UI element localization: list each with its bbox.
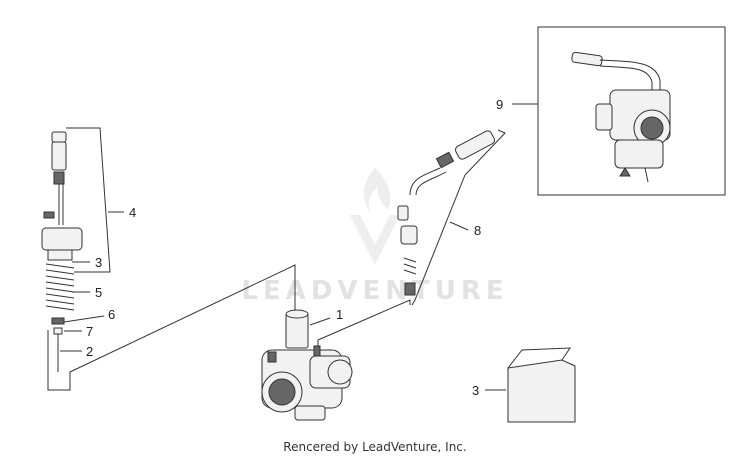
- assembly-connector-line-right: [317, 299, 411, 352]
- callout-1: 1: [336, 307, 343, 322]
- inset-frame: [537, 26, 726, 196]
- leader-line-6: [63, 315, 105, 323]
- carburetor-body-drawing: [261, 309, 353, 421]
- callout-9: 9: [496, 97, 503, 112]
- callout-3: 3: [95, 255, 102, 270]
- throttle-valve-stack-drawing: [41, 131, 83, 372]
- bracket-line-8: [411, 129, 506, 306]
- assembly-connector-line-left: [47, 264, 296, 391]
- callout-7: 7: [86, 324, 93, 339]
- watermark-logo: [350, 168, 400, 265]
- spring-coils: [45, 263, 75, 311]
- watermark-text: LEADVENTURE: [241, 276, 508, 306]
- bracket-line-4: [66, 127, 111, 273]
- complete-carburetor-assembly-drawing: [571, 51, 671, 183]
- instruction-booklet-drawing: [507, 347, 576, 423]
- leader-line-8: [449, 221, 469, 231]
- callout-6: 6: [108, 307, 115, 322]
- choke-cable-drawing: [397, 130, 496, 296]
- callout-3-booklet: 3: [472, 383, 479, 398]
- callout-8: 8: [474, 223, 481, 238]
- footer-credit: Rencered by LeadVenture, Inc.: [283, 440, 467, 454]
- leader-line-1: [309, 317, 331, 326]
- callout-2: 2: [86, 344, 93, 359]
- callout-5: 5: [95, 285, 102, 300]
- callout-4: 4: [129, 205, 136, 220]
